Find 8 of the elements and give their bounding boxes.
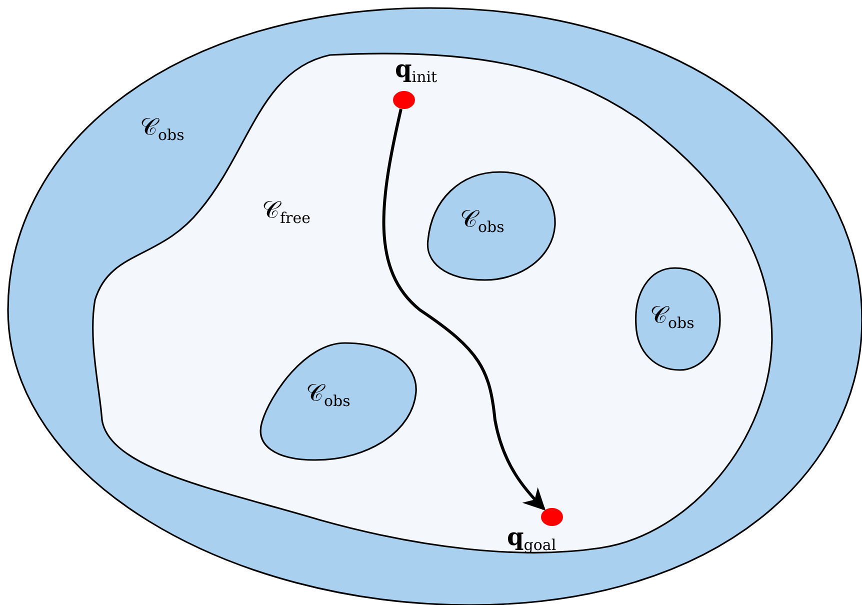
point-label: q$_{init}$ bbox=[395, 57, 438, 85]
path-arrow bbox=[382, 108, 546, 511]
region-label: 𝒞$_{obs}$ bbox=[140, 115, 184, 143]
region-label: 𝒞$_{free}$ bbox=[262, 198, 310, 226]
point-label: q$_{goal}$ bbox=[507, 525, 556, 553]
region-label: 𝒞$_{obs}$ bbox=[460, 207, 504, 235]
region-label: 𝒞$_{obs}$ bbox=[306, 381, 350, 409]
region-label: 𝒞$_{obs}$ bbox=[650, 303, 694, 331]
